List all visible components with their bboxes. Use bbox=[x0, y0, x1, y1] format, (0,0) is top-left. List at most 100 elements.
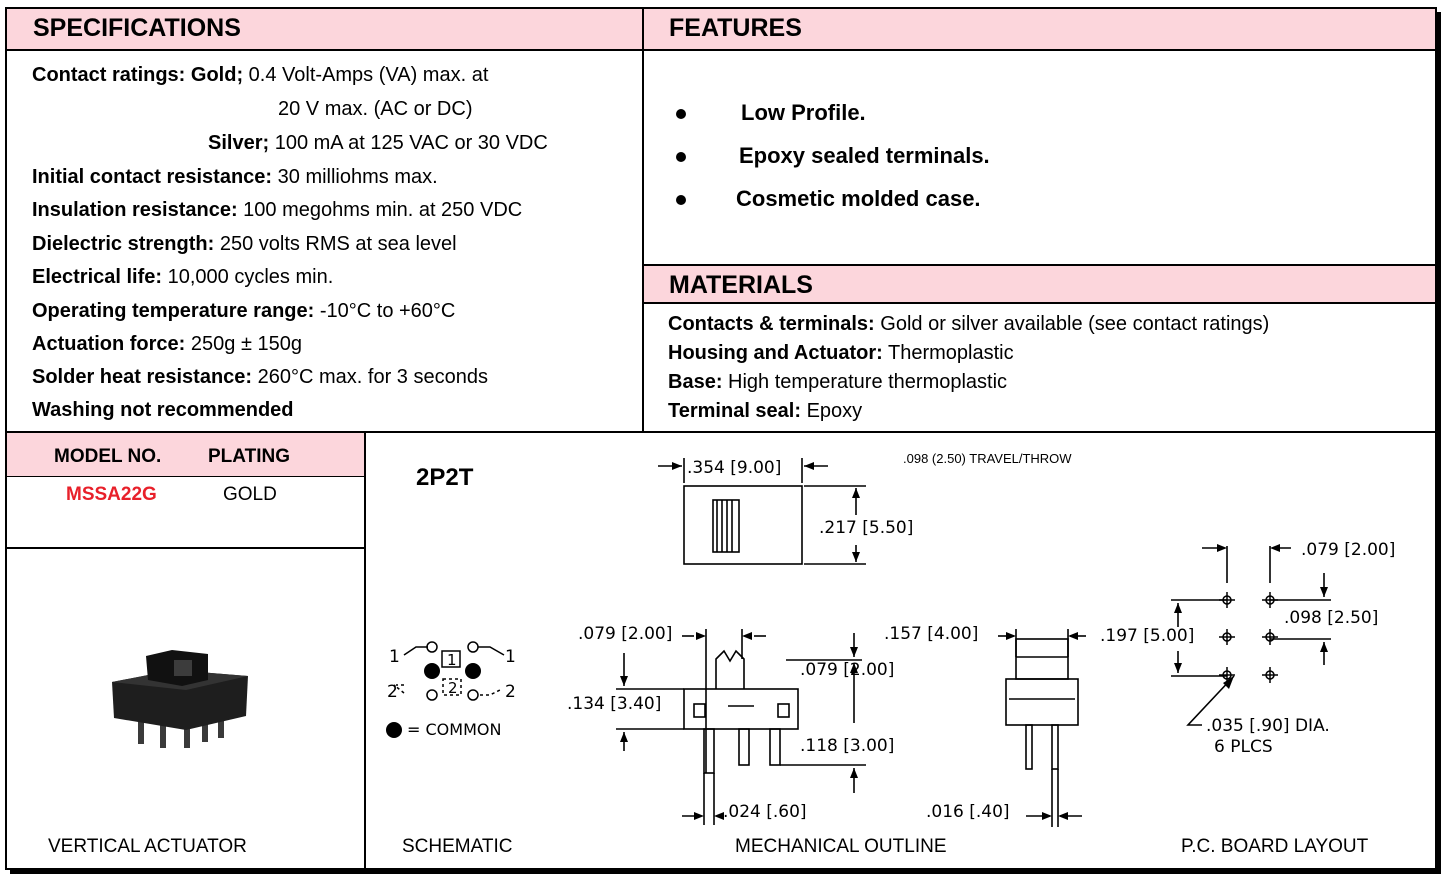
common-legend-label: = COMMON bbox=[407, 720, 502, 739]
dimension-label: .079 [2.00] bbox=[800, 660, 895, 680]
features-header: FEATURES bbox=[643, 9, 1435, 51]
dimension-label: .024 [.60] bbox=[723, 802, 807, 822]
side-view-pad-left bbox=[693, 703, 706, 718]
spec-label: Actuation force: bbox=[32, 333, 186, 355]
side-view-pin bbox=[769, 728, 781, 766]
dimension-label: .035 [.90] DIA. bbox=[1206, 716, 1330, 736]
spec-silver-label: Silver; bbox=[208, 132, 270, 154]
feature-item: Epoxy sealed terminals. bbox=[739, 143, 990, 168]
spec-contact-gold-value: 0.4 Volt-Amps (VA) max. at bbox=[243, 64, 489, 86]
material-value: High temperature thermoplastic bbox=[722, 371, 1008, 393]
spec-label: Operating temperature range: bbox=[32, 300, 315, 322]
dimension-label: .079 [2.00] bbox=[1301, 540, 1396, 560]
material-value: Gold or silver available (see contact ra… bbox=[874, 313, 1270, 335]
spec-label: Dielectric strength: bbox=[32, 233, 215, 255]
spec-row: Initial contact resistance: 30 milliohms… bbox=[32, 165, 438, 189]
switch-pins bbox=[138, 712, 224, 748]
material-label: Terminal seal: bbox=[668, 400, 802, 422]
end-view-body bbox=[1005, 678, 1079, 726]
spec-contact-gold: Contact ratings: Gold; 0.4 Volt-Amps (VA… bbox=[32, 63, 488, 87]
bullet-icon bbox=[676, 195, 686, 205]
spec-contact-silver: Silver; 100 mA at 125 VAC or 30 VDC bbox=[208, 131, 548, 155]
schematic-symbol bbox=[393, 641, 505, 701]
end-view-top bbox=[1015, 638, 1069, 680]
side-view-body bbox=[683, 688, 799, 730]
spec-value: 100 megohms min. at 250 VDC bbox=[237, 199, 523, 221]
spec-label: Washing not recommended bbox=[32, 399, 294, 421]
end-view-pin bbox=[1025, 724, 1033, 770]
dimension-label: .354 [9.00] bbox=[687, 458, 782, 478]
schematic-pin-label: 2 bbox=[387, 682, 398, 702]
datasheet-frame bbox=[5, 7, 1437, 870]
spec-row: Solder heat resistance: 260°C max. for 3… bbox=[32, 365, 488, 389]
materials-header: MATERIALS bbox=[643, 264, 1435, 304]
divider-model-photo bbox=[7, 547, 364, 549]
common-contact-icon bbox=[424, 663, 440, 679]
pcb-holes bbox=[1219, 592, 1278, 683]
specifications-header: SPECIFICATIONS bbox=[7, 9, 643, 51]
spec-value: -10°C to +60°C bbox=[314, 300, 456, 322]
spec-label: Solder heat resistance: bbox=[32, 366, 253, 388]
schematic-pin-label: 1 bbox=[505, 647, 516, 667]
spec-value: 10,000 cycles min. bbox=[162, 266, 334, 288]
spec-value: 30 milliohms max. bbox=[272, 166, 438, 188]
divider-middle bbox=[7, 431, 1435, 433]
dimension-label: .098 [2.50] bbox=[1284, 608, 1379, 628]
schematic-box-label: 2 bbox=[448, 679, 458, 697]
plating-col-header: PLATING bbox=[208, 446, 290, 467]
divider-bottom-left bbox=[364, 432, 366, 868]
features-title: FEATURES bbox=[669, 14, 802, 42]
switch-type-label: 2P2T bbox=[416, 464, 474, 491]
spec-value: 250g ± 150g bbox=[185, 333, 302, 355]
schematic-caption: SCHEMATIC bbox=[402, 836, 513, 857]
dimension-label: .197 [5.00] bbox=[1100, 626, 1195, 646]
model-table-header bbox=[7, 433, 364, 476]
bullet-icon bbox=[676, 109, 686, 119]
spec-row: Washing not recommended bbox=[32, 398, 294, 422]
common-contact-icon bbox=[465, 663, 481, 679]
model-col-header: MODEL NO. bbox=[54, 446, 162, 467]
mechanical-caption: MECHANICAL OUTLINE bbox=[735, 836, 947, 857]
spec-row: Electrical life: 10,000 cycles min. bbox=[32, 265, 333, 289]
spec-value: 260°C max. for 3 seconds bbox=[252, 366, 488, 388]
model-number: MSSA22G bbox=[66, 484, 157, 505]
material-value: Epoxy bbox=[801, 400, 863, 422]
travel-label: .098 (2.50) TRAVEL/THROW bbox=[903, 451, 1072, 466]
feature-item: Cosmetic molded case. bbox=[736, 186, 981, 211]
material-label: Base: bbox=[668, 371, 723, 393]
spec-contact-label: Contact ratings: Gold; bbox=[32, 64, 244, 86]
side-view-pin bbox=[738, 728, 750, 766]
spec-row: Operating temperature range: -10°C to +6… bbox=[32, 299, 455, 323]
spec-label: Insulation resistance: bbox=[32, 199, 238, 221]
specifications-title: SPECIFICATIONS bbox=[33, 14, 241, 42]
spec-label: Initial contact resistance: bbox=[32, 166, 273, 188]
common-legend-icon bbox=[386, 722, 402, 738]
end-view-pin bbox=[1051, 724, 1059, 770]
top-view-body bbox=[683, 485, 803, 565]
spec-row: Insulation resistance: 100 megohms min. … bbox=[32, 198, 522, 222]
dimension-label: .016 [.40] bbox=[926, 802, 1010, 822]
schematic-pin-label: 1 bbox=[389, 647, 400, 667]
dimension-label: .217 [5.50] bbox=[819, 518, 914, 538]
spec-row: Dielectric strength: 250 volts RMS at se… bbox=[32, 232, 457, 256]
spec-silver-value: 100 mA at 125 VAC or 30 VDC bbox=[269, 132, 548, 154]
material-value: Thermoplastic bbox=[882, 342, 1014, 364]
side-view-pad-right bbox=[777, 703, 790, 718]
dimension-label: .079 [2.00] bbox=[578, 624, 673, 644]
side-view-actuator bbox=[715, 649, 745, 689]
technical-drawing bbox=[386, 458, 1331, 827]
top-view-actuator bbox=[712, 499, 740, 553]
schematic-pin-label: 2 bbox=[505, 682, 516, 702]
divider-top-center bbox=[642, 9, 644, 432]
frame-shadow-right bbox=[1437, 12, 1441, 873]
side-view-pin bbox=[703, 728, 715, 774]
photo-caption: VERTICAL ACTUATOR bbox=[48, 836, 247, 857]
dimension-label: .157 [4.00] bbox=[884, 624, 979, 644]
pcb-caption: P.C. BOARD LAYOUT bbox=[1181, 836, 1369, 857]
bullet-icon bbox=[676, 152, 686, 162]
spec-row: Actuation force: 250g ± 150g bbox=[32, 332, 302, 356]
feature-item: Low Profile. bbox=[741, 100, 866, 125]
material-label: Contacts & terminals: bbox=[668, 313, 875, 335]
material-label: Housing and Actuator: bbox=[668, 342, 883, 364]
materials-title: MATERIALS bbox=[669, 271, 813, 299]
